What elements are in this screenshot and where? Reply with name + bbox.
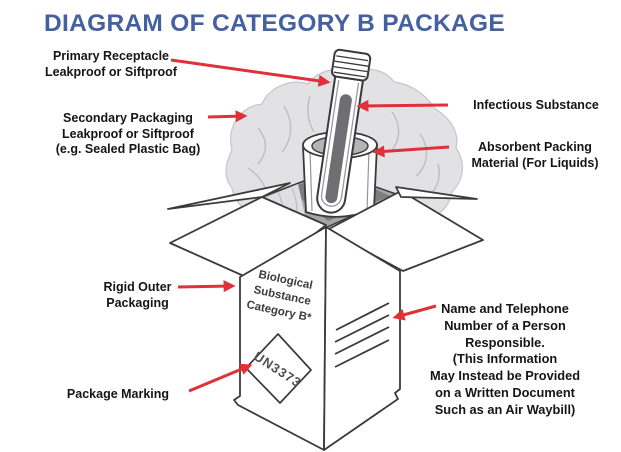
box-left-flap — [169, 196, 327, 282]
box-front-right-face — [323, 226, 401, 451]
test-tube — [316, 48, 372, 214]
arrow-primary-receptacle — [170, 58, 331, 87]
callout-infectious-substance: Infectious Substance — [473, 98, 599, 112]
callout-rigid-outer: Rigid Outer Packaging — [103, 280, 172, 310]
arrow-package-marking — [188, 363, 253, 393]
callout-absorbent-packing: Absorbent Packing Material (For Liquids) — [471, 140, 599, 170]
page-title: DIAGRAM OF CATEGORY B PACKAGE — [44, 10, 506, 37]
tube-inner-wall — [320, 79, 360, 207]
arrow-infectious-substance — [356, 99, 449, 112]
un3373-diamond: UN3373 — [245, 333, 312, 404]
callout-package-marking: Package Marking — [66, 387, 170, 401]
contact-info-lines — [334, 302, 390, 368]
box-back-right-flap — [395, 186, 478, 200]
arrow-person-responsible — [392, 304, 437, 321]
tube-cap — [330, 48, 372, 82]
arrow-absorbent-packing — [372, 145, 450, 158]
infectious-substance-fill — [325, 94, 352, 204]
callout-primary-receptacle: Primary Receptacle Leakproof or Siftproo… — [45, 49, 177, 79]
callout-person-responsible: Name and Telephone Number of a Person Re… — [429, 301, 581, 417]
arrow-secondary-packaging — [207, 110, 248, 123]
arrow-rigid-outer — [177, 280, 236, 293]
callout-secondary-packaging: Secondary Packaging Leakproof or Siftpro… — [55, 111, 201, 156]
box-back-left-flap — [167, 182, 291, 210]
